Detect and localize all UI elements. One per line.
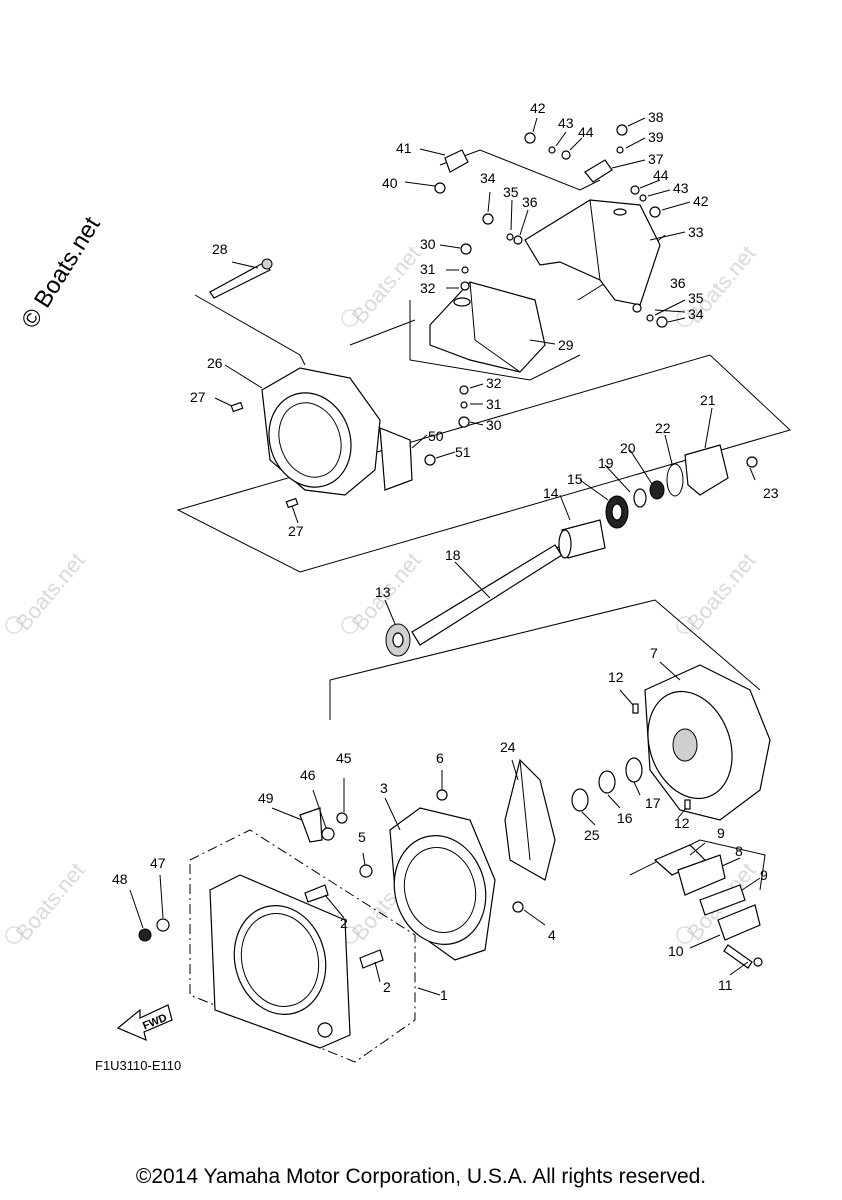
callout-41: 41 <box>396 140 412 156</box>
fwd-arrow-icon: FWD <box>116 1004 173 1042</box>
nozzle-assembly <box>429 199 661 373</box>
callout-10: 10 <box>668 943 684 959</box>
svg-text:Boats.net: Boats.net <box>347 241 426 328</box>
callout-8: 8 <box>735 843 743 859</box>
callout-29: 29 <box>558 337 574 353</box>
callout-38: 38 <box>648 109 664 125</box>
watermark-logo: Boats.net <box>5 548 90 635</box>
callout-19: 19 <box>598 455 614 471</box>
side-watermark: © Boats.net <box>16 212 106 333</box>
callout-11: 11 <box>718 977 733 993</box>
callout-28: 28 <box>212 241 228 257</box>
callout-42: 42 <box>693 193 709 209</box>
callout-9: 9 <box>717 825 725 841</box>
leader-lines <box>129 117 761 996</box>
callout-24: 24 <box>500 739 516 755</box>
callout-43: 43 <box>673 180 689 196</box>
callout-33: 33 <box>688 224 704 240</box>
callout-30: 30 <box>486 417 502 433</box>
callout-34: 34 <box>688 306 704 322</box>
callout-40: 40 <box>382 175 398 191</box>
duct-housing <box>261 367 436 496</box>
callout-43: 43 <box>558 115 574 131</box>
callout-44: 44 <box>578 124 594 140</box>
callout-36: 36 <box>522 194 538 210</box>
callout-labels: 1 2 2 3 4 5 6 7 8 9 9 10 11 12 12 13 14 … <box>112 100 779 1003</box>
mount-assembly <box>209 807 496 1049</box>
callout-35: 35 <box>688 290 704 306</box>
callout-13: 13 <box>375 584 391 600</box>
callout-2: 2 <box>340 915 348 931</box>
svg-text:Boats.net: Boats.net <box>11 548 90 635</box>
callout-2: 2 <box>383 979 391 995</box>
pump-housing <box>504 664 771 881</box>
callout-4: 4 <box>548 927 556 943</box>
fasteners <box>138 124 763 969</box>
callout-39: 39 <box>648 129 664 145</box>
svg-text:Boats.net: Boats.net <box>11 858 90 945</box>
callout-1: 1 <box>440 987 448 1003</box>
callout-12: 12 <box>608 669 624 685</box>
callout-46: 46 <box>300 767 316 783</box>
callout-27: 27 <box>288 523 304 539</box>
callout-32: 32 <box>420 280 436 296</box>
callout-16: 16 <box>617 810 633 826</box>
callout-22: 22 <box>655 420 671 436</box>
callout-21: 21 <box>700 392 716 408</box>
callout-9: 9 <box>760 867 768 883</box>
watermark-logo: Boats.net <box>5 858 90 945</box>
callout-17: 17 <box>645 795 661 811</box>
callout-3: 3 <box>380 780 388 796</box>
copyright-notice: ©2014 Yamaha Motor Corporation, U.S.A. A… <box>135 1165 707 1188</box>
callout-42: 42 <box>530 100 546 116</box>
callout-27: 27 <box>190 389 206 405</box>
callout-14: 14 <box>543 485 559 501</box>
callout-51: 51 <box>455 444 471 460</box>
callout-50: 50 <box>428 428 444 444</box>
callout-34: 34 <box>480 170 496 186</box>
callout-45: 45 <box>336 750 352 766</box>
callout-30: 30 <box>420 236 436 252</box>
callout-20: 20 <box>620 440 636 456</box>
callout-23: 23 <box>763 485 779 501</box>
watermark-logo: Boats.net <box>676 548 761 635</box>
callout-49: 49 <box>258 790 274 806</box>
diagram-code: F1U3110-E110 <box>95 1058 181 1073</box>
callout-36: 36 <box>670 275 686 291</box>
callout-37: 37 <box>648 151 664 167</box>
exploded-parts-diagram: © Boats.net Boats.net Boats.net Boats.ne… <box>5 100 791 1073</box>
callout-5: 5 <box>358 829 366 845</box>
callout-12: 12 <box>674 815 690 831</box>
callout-48: 48 <box>112 871 128 887</box>
callout-26: 26 <box>207 355 223 371</box>
callout-35: 35 <box>503 184 519 200</box>
watermark-logo: Boats.net <box>341 241 426 328</box>
callout-18: 18 <box>445 547 461 563</box>
callout-32: 32 <box>486 375 502 391</box>
callout-6: 6 <box>436 750 444 766</box>
callout-44: 44 <box>653 167 669 183</box>
assembly-frames <box>176 149 791 1063</box>
watermark-layer: © Boats.net Boats.net Boats.net Boats.ne… <box>5 212 761 945</box>
callout-47: 47 <box>150 855 166 871</box>
svg-text:Boats.net: Boats.net <box>682 548 761 635</box>
callout-25: 25 <box>584 827 600 843</box>
callout-31: 31 <box>486 396 502 412</box>
callout-31: 31 <box>420 261 436 277</box>
callout-15: 15 <box>567 471 583 487</box>
callout-7: 7 <box>650 645 658 661</box>
